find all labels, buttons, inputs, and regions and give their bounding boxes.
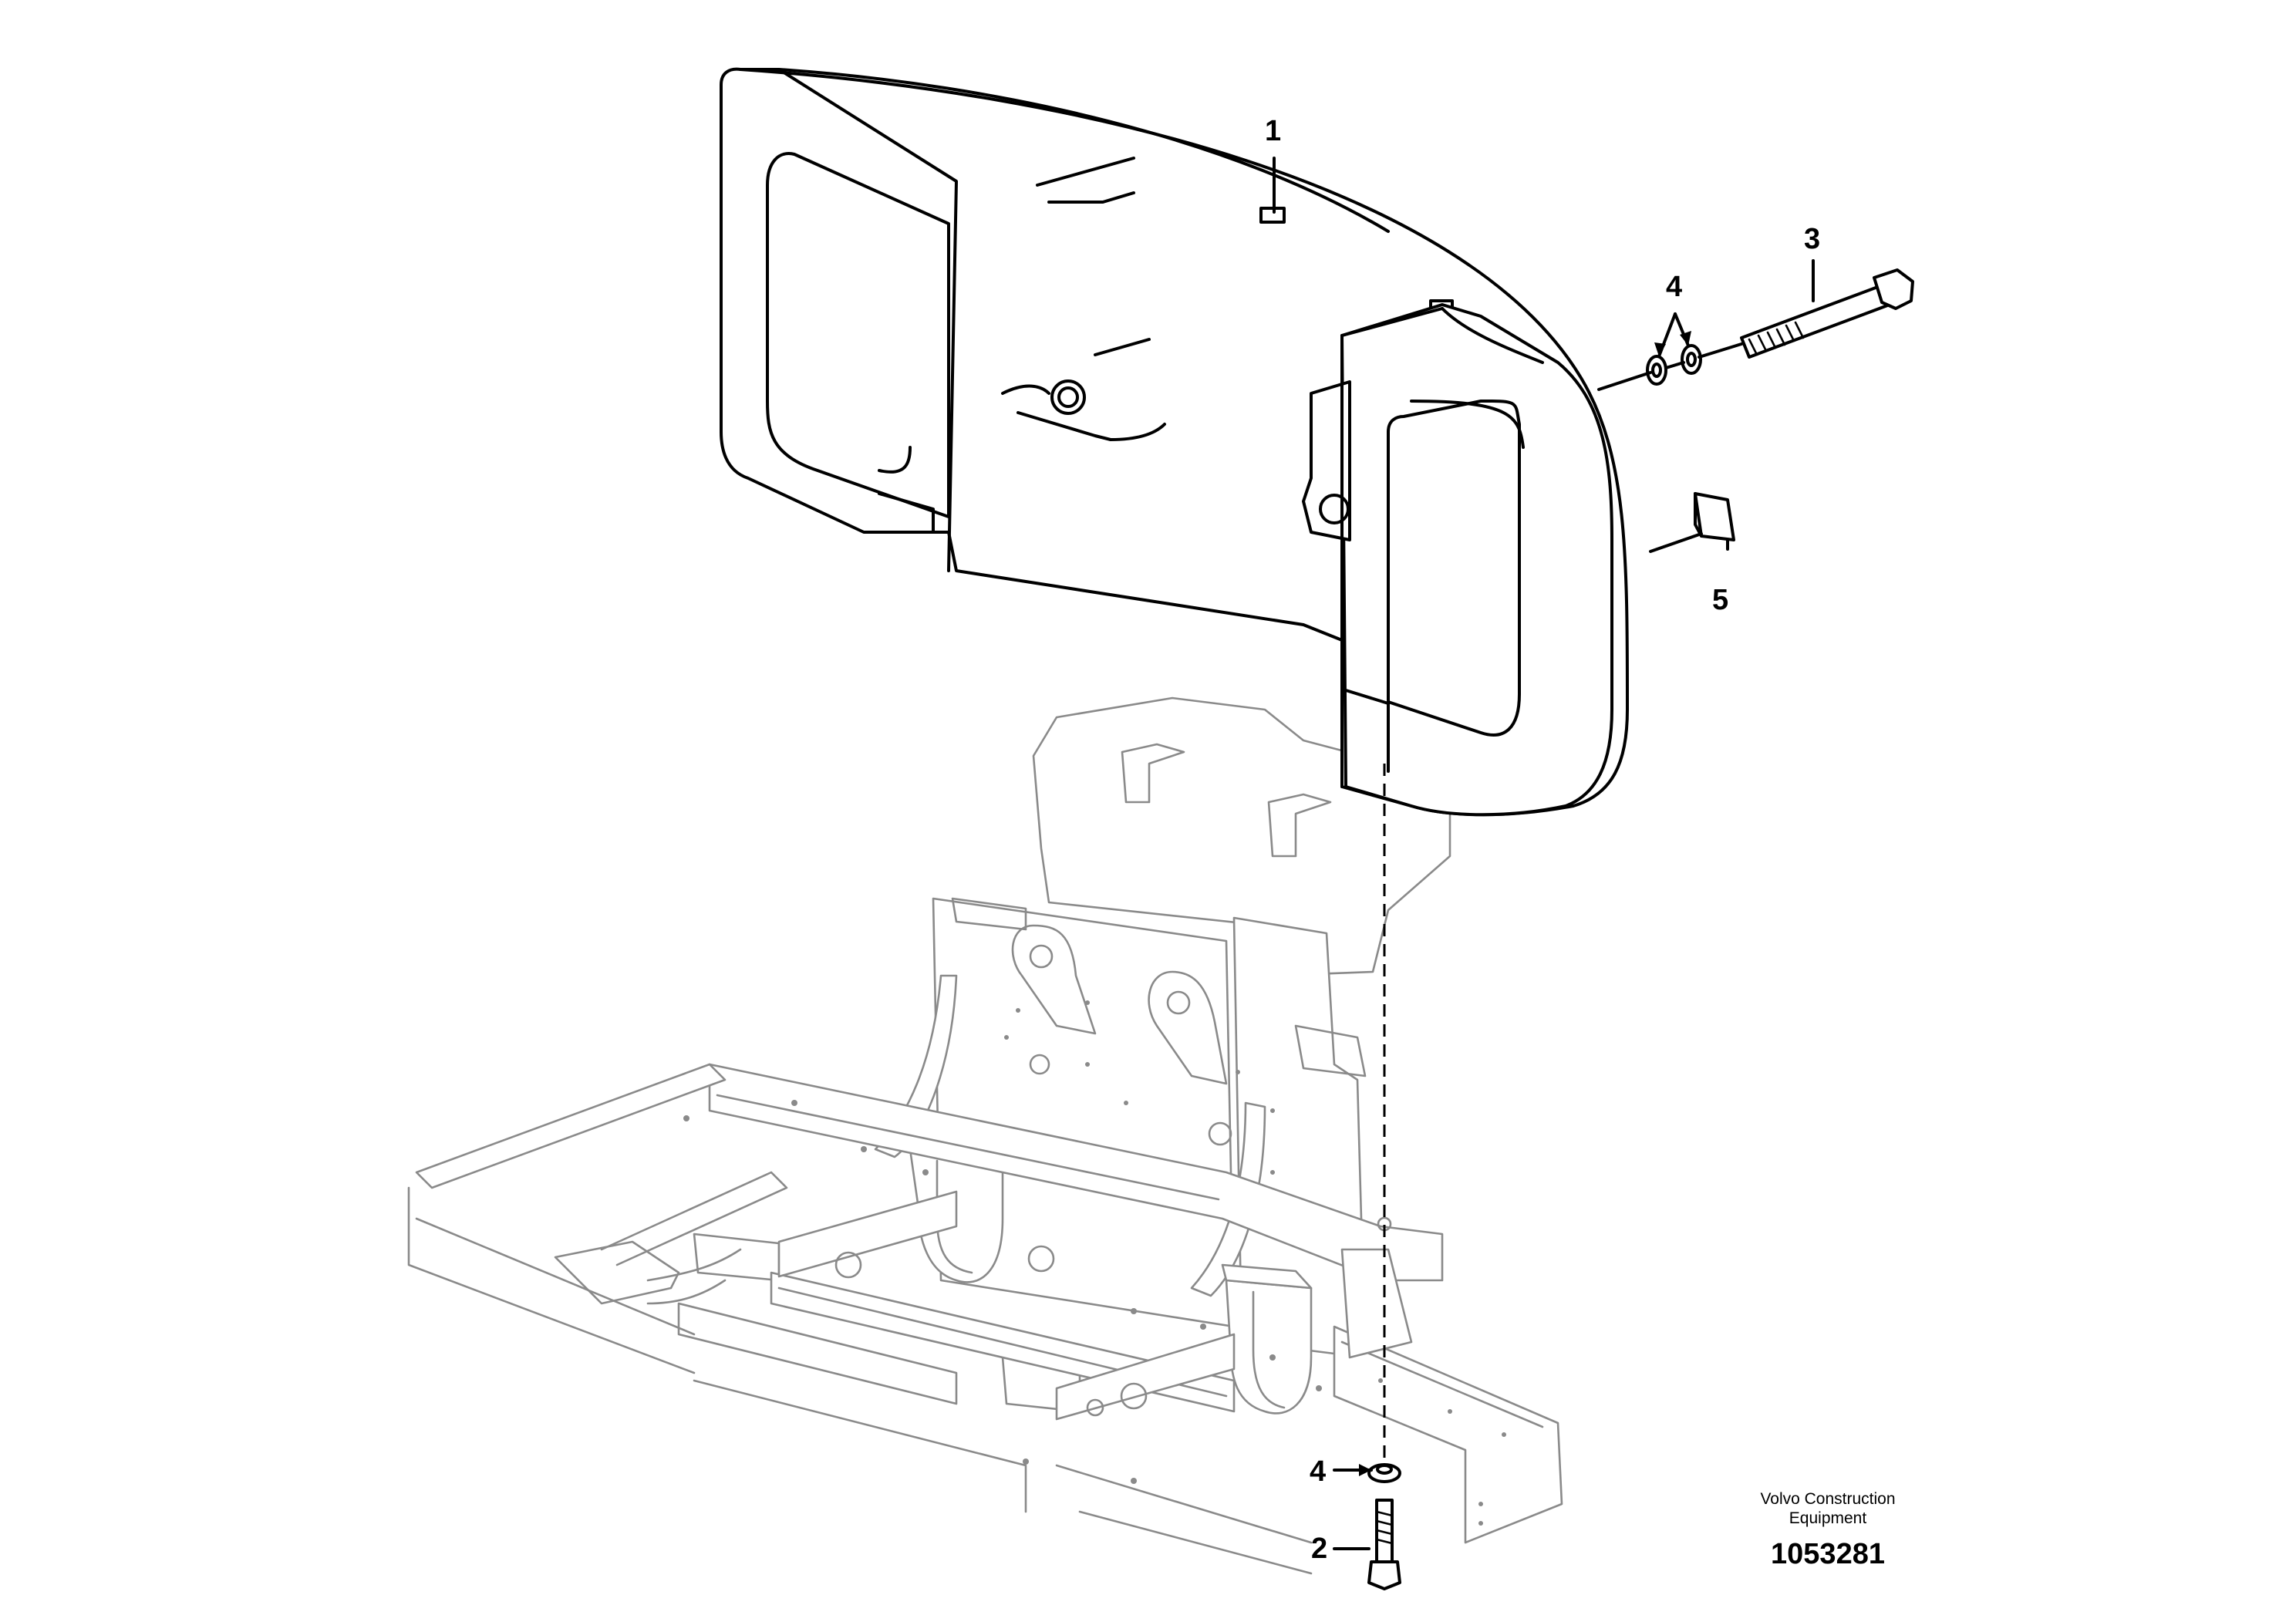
callout-4-lower: 4 [1310,1455,1326,1488]
arrowheads [1359,331,1691,1476]
washer-4-lower [1367,1463,1401,1483]
callout-2: 2 [1311,1533,1327,1565]
washers-4-upper [1597,342,1743,391]
callouts: 1 2 3 4 4 5 [1265,115,1820,1565]
bolt-3 [1740,268,1914,359]
brand-name-line-1: Volvo Construction [1760,1490,1895,1508]
callout-5: 5 [1712,584,1728,616]
upper-frame-structure [407,696,1563,1575]
bolt-2 [1367,1499,1401,1590]
callout-4-upper: 4 [1666,271,1682,303]
plate-5 [1649,492,1735,553]
title-block: Volvo Construction Equipment 1053281 [1760,1490,1895,1570]
drawing-number: 1053281 [1771,1538,1885,1570]
callout-1: 1 [1265,115,1281,147]
callout-3: 3 [1804,223,1820,255]
counterweight [720,67,1629,817]
brand-name-line-2: Equipment [1789,1509,1867,1527]
